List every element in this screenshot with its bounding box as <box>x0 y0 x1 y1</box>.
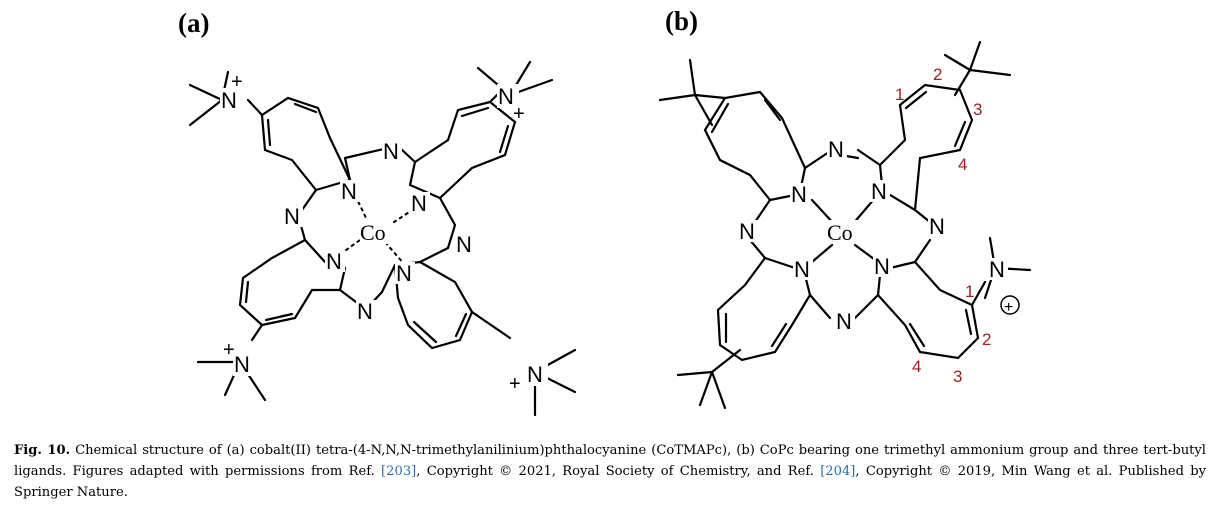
atom-n: N <box>396 261 412 286</box>
charge-plus: + <box>231 71 243 93</box>
charge-plus: + <box>223 339 235 361</box>
atom-n-plus: N <box>527 362 543 387</box>
panel-a-benzo-ring-bottom-left <box>238 238 342 327</box>
panel-b-methyl-bonds <box>970 236 1032 307</box>
atom-n: N <box>828 137 844 162</box>
panel-b-structure: (b) + N N N N <box>658 6 1032 410</box>
atom-n: N <box>739 219 755 244</box>
panel-b-tert-butyl-top-right <box>943 40 1012 97</box>
atom-n: N <box>456 232 472 257</box>
panel-a-methyl-bonds <box>188 60 577 417</box>
caption-text: Chemical structure of (a) cobalt(II) tet… <box>14 443 1206 479</box>
atom-n: N <box>284 204 300 229</box>
caption-text: , Copyright © 2019, Min Wang et al. Publ… <box>14 464 1206 500</box>
charge-plus: + <box>509 373 521 395</box>
panel-b-benzo-ring-top-right <box>878 83 974 212</box>
position-number: 2 <box>982 330 991 349</box>
panel-b-tert-butyl-bottom-left <box>676 348 742 410</box>
metal-center-co: Co <box>360 220 386 245</box>
atom-n: N <box>874 254 890 279</box>
atom-n: N <box>383 139 399 164</box>
atom-n-plus: N <box>221 88 237 113</box>
charge-plus-circle <box>1000 295 1020 315</box>
reference-link-203[interactable]: [203] <box>381 464 417 479</box>
position-number: 4 <box>958 155 967 174</box>
panel-b-benzo-ring-bottom-left <box>716 256 812 362</box>
panel-a-benzo-ring-top-right <box>413 100 517 200</box>
atom-n: N <box>341 179 357 204</box>
atom-n: N <box>357 299 373 324</box>
position-number: 4 <box>912 357 921 376</box>
atom-n: N <box>791 182 807 207</box>
figure-svg: (a) N N N N N N <box>178 6 1032 417</box>
atom-n-plus: N <box>234 352 250 377</box>
atom-n: N <box>871 179 887 204</box>
figure-caption: Fig. 10. Chemical structure of (a) cobal… <box>14 440 1206 503</box>
panel-b-label: (b) <box>665 6 698 36</box>
atom-n-plus: N <box>498 84 514 109</box>
caption-text: , Copyright © 2021, Royal Society of Che… <box>416 464 821 479</box>
position-number: 3 <box>953 367 962 386</box>
charge-plus: + <box>513 103 525 125</box>
atom-n: N <box>794 257 810 282</box>
panel-a-structure: (a) N N N N N N <box>178 8 577 417</box>
panel-a-label: (a) <box>178 8 209 38</box>
panel-b-benzo-ring-bottom-right <box>876 260 980 360</box>
panel-b-atom-labels: N N N N N N N N Co N <box>738 137 1008 334</box>
panel-a-benzo-ring-bottom-right <box>393 260 474 350</box>
atom-n: N <box>326 249 342 274</box>
charge-plus: + <box>1004 299 1013 316</box>
panel-b-benzo-ring-top-left <box>703 90 807 202</box>
panel-b-position-numbers: 1 2 3 4 1 2 3 4 <box>895 65 991 386</box>
position-number: 3 <box>973 100 982 119</box>
panel-a-atom-labels: N N N N N N N N Co N + N + N + <box>220 71 548 395</box>
atom-n: N <box>411 191 427 216</box>
panel-b-coordination-bonds <box>810 196 880 264</box>
atom-n: N <box>836 309 852 334</box>
position-number: 1 <box>965 282 974 301</box>
metal-center-co: Co <box>827 220 853 245</box>
position-number: 1 <box>895 85 904 104</box>
position-number: 2 <box>933 65 942 84</box>
reference-link-204[interactable]: [204] <box>820 464 856 479</box>
figure: (a) N N N N N N <box>178 6 1032 417</box>
panel-a-benzo-ring-top-left <box>260 96 352 192</box>
panel-a-coordination-bonds <box>334 194 421 266</box>
atom-n-plus: N <box>989 257 1005 282</box>
caption-lead: Fig. 10. <box>14 443 71 458</box>
panel-b-macrocycle-bonds <box>748 146 932 320</box>
panel-b-tert-butyl-top-left <box>658 58 727 127</box>
atom-n: N <box>929 214 945 239</box>
